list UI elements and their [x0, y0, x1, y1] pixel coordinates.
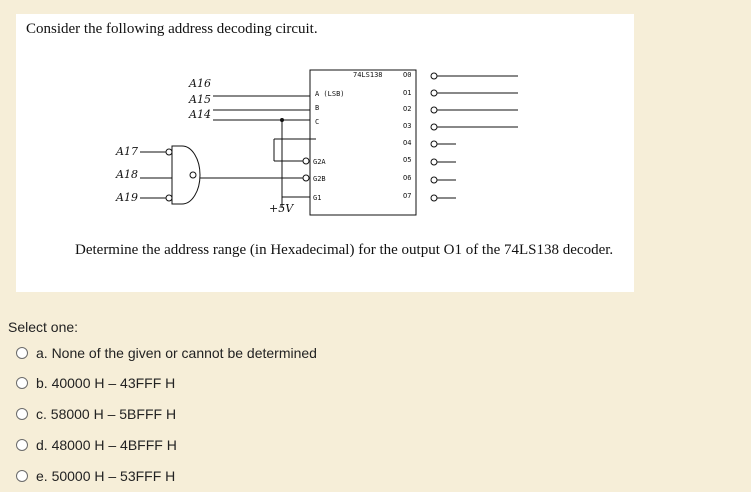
option-label: e. 50000 H – 53FFF H	[36, 468, 176, 484]
radio-icon[interactable]	[16, 439, 28, 451]
radio-icon[interactable]	[16, 408, 28, 420]
question-title: Consider the following address decoding …	[26, 21, 318, 37]
output-label-o3: O3	[403, 122, 411, 130]
question-box: Consider the following address decoding …	[16, 14, 634, 292]
option-a[interactable]: a. None of the given or cannot be determ…	[16, 343, 317, 363]
decoder-circuit-diagram: 74LS138 A (LSB) B C G2A G2B G1 O0 O1 O2 …	[115, 69, 518, 216]
option-label: c. 58000 H – 5BFFF H	[36, 406, 177, 422]
enable-label-g2a: G2A	[313, 158, 326, 166]
output-label-o6: O6	[403, 174, 411, 182]
radio-icon[interactable]	[16, 470, 28, 482]
output-bubbles	[430, 72, 518, 202]
address-label-a18: A18	[115, 168, 138, 181]
junction-dot	[280, 118, 284, 122]
output-label-o7: O7	[403, 192, 411, 200]
option-c[interactable]: c. 58000 H – 5BFFF H	[16, 404, 176, 424]
input-label-c: C	[315, 118, 319, 126]
address-label-a16: A16	[188, 77, 211, 90]
address-label-a15: A15	[188, 93, 211, 106]
output-label-o5: O5	[403, 156, 411, 164]
option-e[interactable]: e. 50000 H – 53FFF H	[16, 466, 175, 486]
enable-label-g1: G1	[313, 194, 321, 202]
output-label-o2: O2	[403, 105, 411, 113]
input-label-a: A (LSB)	[315, 90, 345, 98]
output-label-o1: O1	[403, 89, 411, 97]
address-wires-top	[213, 95, 310, 208]
enable-wires	[196, 138, 316, 198]
radio-icon[interactable]	[16, 377, 28, 389]
question-text: Determine the address range (in Hexadeci…	[75, 242, 614, 258]
enable-label-g2b: G2B	[313, 175, 326, 183]
address-label-a17: A17	[115, 145, 138, 158]
radio-icon[interactable]	[16, 347, 28, 359]
option-label: d. 48000 H – 4BFFF H	[36, 437, 177, 453]
select-one-label: Select one:	[8, 319, 79, 335]
input-label-b: B	[315, 104, 319, 112]
output-label-o0: O0	[403, 71, 411, 79]
option-label: a. None of the given or cannot be determ…	[36, 345, 317, 361]
option-b[interactable]: b. 40000 H – 43FFF H	[16, 373, 175, 393]
address-label-a19: A19	[115, 191, 138, 204]
option-label: b. 40000 H – 43FFF H	[36, 375, 176, 391]
option-d[interactable]: d. 48000 H – 4BFFF H	[16, 435, 177, 455]
chip-label: 74LS138	[353, 71, 383, 79]
address-label-a14: A14	[188, 108, 211, 121]
output-label-o4: O4	[403, 139, 411, 147]
nand-gate	[140, 145, 201, 205]
supply-label: +5V	[269, 202, 294, 215]
decoder-chip-body	[309, 69, 417, 216]
